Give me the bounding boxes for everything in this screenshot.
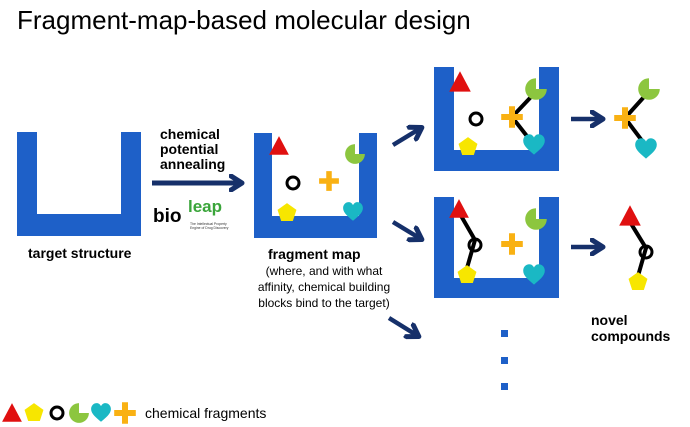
legend-cross-icon (114, 402, 136, 424)
arrow-to-more-designs (387, 316, 418, 336)
legend-crescent-icon (69, 403, 89, 423)
logo-bio-text: bio (153, 206, 182, 227)
logo-tagline-line-1: The Intellectual Property (190, 222, 227, 226)
fragment-map-note-line-2: affinity, chemical building (257, 280, 391, 294)
arrow-to-top-design (391, 128, 421, 147)
fragment-map-pocket (254, 133, 377, 238)
map-pentagon-icon (277, 203, 297, 222)
middle-cross-icon (501, 233, 523, 255)
novel-compounds-label-line-2: compounds (591, 328, 671, 344)
continuation-dots (501, 330, 508, 390)
compound-b-pentagon-icon (628, 272, 648, 291)
process-label-line-2: potential (160, 141, 219, 157)
legend-heart-icon (91, 403, 111, 422)
target-pocket (17, 132, 141, 236)
novel-compounds-label-line-1: novel (591, 312, 628, 328)
middle-linker-bonds (458, 212, 477, 270)
top-pentagon-icon (458, 137, 478, 156)
legend-label: chemical fragments (145, 405, 267, 421)
map-ring-icon (285, 175, 301, 191)
compound-a-heart-icon (635, 138, 657, 159)
process-label-line-3: annealing (160, 156, 226, 172)
arrow-to-middle-design (391, 220, 421, 239)
top-ring-icon (468, 111, 484, 127)
legend-pentagon-icon (24, 403, 44, 422)
legend-triangle-icon (2, 403, 22, 422)
compound-b-bonds (628, 220, 648, 278)
middle-pentagon-icon (457, 265, 477, 284)
design-pocket-middle (434, 197, 559, 298)
process-label-line-1: chemical (160, 126, 220, 142)
compound-a-crescent-icon (638, 78, 660, 100)
fragment-map-note-line-1: (where, and with what (265, 264, 383, 278)
map-triangle-icon (269, 136, 289, 155)
design-pocket-top (434, 67, 559, 171)
fragment-map-note-line-3: blocks bind to the target) (258, 296, 390, 310)
compound-b-triangle-icon (619, 205, 641, 226)
figure-title: Fragment-map-based molecular design (17, 5, 471, 35)
logo-tagline-line-2: Engine of Drug Discovery (190, 226, 229, 230)
logo-leap-text: leap (188, 197, 223, 216)
legend-ring-icon (49, 405, 65, 421)
target-structure-label: target structure (28, 245, 132, 261)
fragment-map-label: fragment map (268, 246, 361, 262)
map-cross-icon (319, 171, 339, 191)
